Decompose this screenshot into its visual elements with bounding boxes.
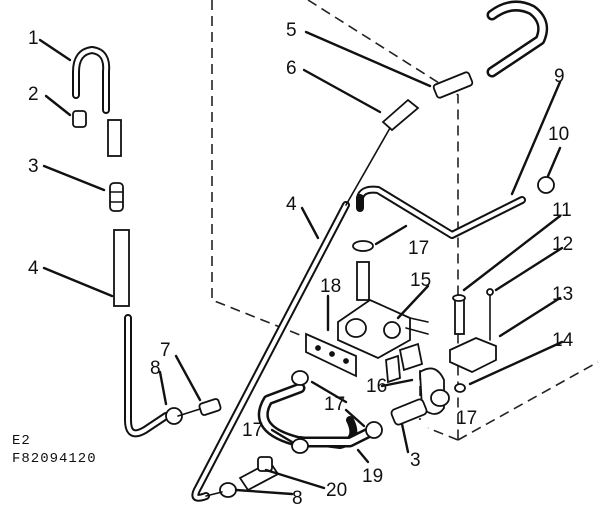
callout-17-a: 17 — [408, 238, 429, 259]
callout-7: 7 — [160, 340, 171, 361]
callout-17-b: 17 — [324, 394, 345, 415]
right-valve-parts — [385, 288, 497, 415]
callout-12: 12 — [552, 234, 573, 255]
figure-code-line-2: F82094120 — [12, 451, 97, 467]
callout-1: 1 — [28, 28, 39, 49]
callout-5: 5 — [286, 20, 297, 41]
callout-20: 20 — [326, 480, 347, 501]
callout-18: 18 — [320, 276, 341, 297]
callout-17-c: 17 — [242, 420, 263, 441]
callout-2: 2 — [28, 84, 39, 105]
top-hose-assembly — [191, 0, 549, 502]
valve-assembly — [305, 240, 429, 378]
callout-17-d: 17 — [456, 408, 477, 429]
callout-8-left: 8 — [150, 358, 161, 379]
callout-6: 6 — [286, 58, 297, 79]
callout-9: 9 — [554, 66, 565, 87]
callout-4-left: 4 — [28, 258, 39, 279]
callout-labels: 1 2 3 4 5 6 4 7 8 9 10 11 12 13 14 15 16… — [28, 20, 574, 509]
lower-tube-assembly — [205, 370, 428, 498]
callout-11: 11 — [552, 200, 572, 221]
cabinet-outline — [211, 0, 599, 441]
upper-tube — [356, 176, 555, 239]
callout-3-bottom: 3 — [410, 450, 421, 471]
callout-8-bottom: 8 — [292, 488, 303, 509]
callout-19: 19 — [362, 466, 383, 487]
callout-15: 15 — [410, 270, 431, 291]
callout-4-center: 4 — [286, 194, 297, 215]
figure-code-line-1: E2 — [12, 433, 31, 449]
callout-14: 14 — [552, 330, 574, 351]
leader-lines — [38, 30, 564, 496]
callout-13: 13 — [552, 284, 573, 305]
figure-code: E2 F82094120 — [12, 433, 97, 467]
left-hose-assembly — [72, 46, 222, 438]
callout-10: 10 — [548, 124, 569, 145]
callout-3-left: 3 — [28, 156, 39, 177]
callout-16: 16 — [366, 376, 387, 397]
